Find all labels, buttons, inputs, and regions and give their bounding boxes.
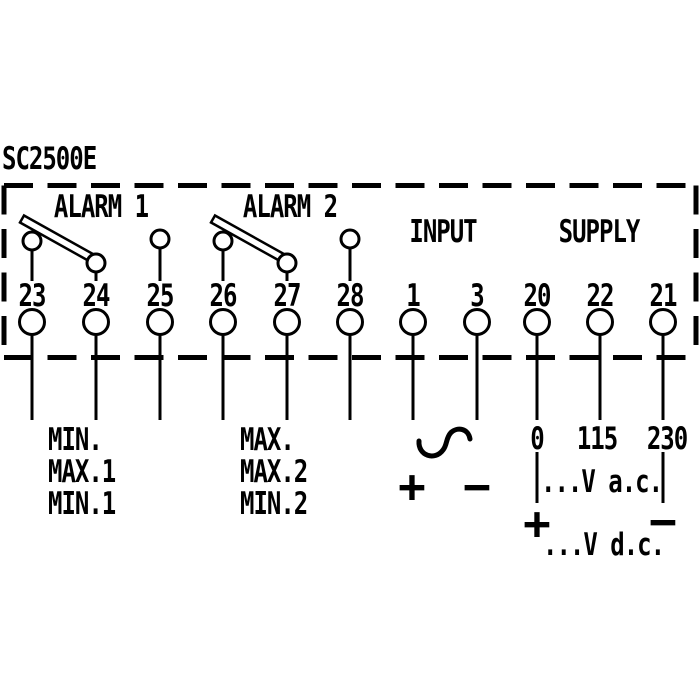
alarm2-function-3: MIN.2 xyxy=(240,485,308,522)
terminal-number-27: 27 xyxy=(273,277,302,314)
alarm1-function-1: MIN. xyxy=(48,421,103,458)
section-label-alarm2: ALARM 2 xyxy=(242,188,338,225)
contact-24 xyxy=(85,252,107,281)
terminal-number-25: 25 xyxy=(146,277,175,314)
ac-sine-icon xyxy=(416,426,473,459)
terminal-1 xyxy=(399,308,427,420)
terminal-22 xyxy=(586,308,614,420)
terminal-24 xyxy=(82,308,110,420)
terminal-number-3: 3 xyxy=(470,277,484,314)
terminal-27 xyxy=(273,308,301,420)
supply-plus-sign: + xyxy=(523,496,551,550)
contact-26 xyxy=(212,230,234,281)
terminal-20 xyxy=(523,308,551,420)
supply-selection-leads xyxy=(535,452,665,503)
supply-tap-115: 115 xyxy=(576,420,618,457)
supply-minus-sign: − xyxy=(649,494,677,548)
page-title: SC2500E xyxy=(2,140,97,177)
terminal-row xyxy=(18,308,677,420)
terminal-number-24: 24 xyxy=(82,277,111,314)
terminal-number-22: 22 xyxy=(586,277,615,314)
alarm-contacts xyxy=(21,228,361,281)
section-label-input: INPUT xyxy=(409,213,477,250)
terminal-28 xyxy=(336,308,364,420)
contact-27 xyxy=(276,252,298,281)
terminal-number-26: 26 xyxy=(209,277,238,314)
section-label-supply: SUPPLY xyxy=(558,213,641,250)
supply-ac-label: ...V a.c. xyxy=(541,463,663,500)
supply-tap-0: 0 xyxy=(530,420,544,457)
supply-tap-230: 230 xyxy=(646,420,688,457)
terminal-26 xyxy=(209,308,237,420)
alarm2-function-1: MAX. xyxy=(240,421,295,458)
alarm1-function-2: MAX.1 xyxy=(48,453,116,490)
device-outline xyxy=(1,183,699,360)
terminal-number-28: 28 xyxy=(336,277,365,314)
alarm2-function-2: MAX.2 xyxy=(240,453,308,490)
terminal-23 xyxy=(18,308,46,420)
alarm1-function-3: MIN.1 xyxy=(48,485,116,522)
terminal-number-20: 20 xyxy=(523,277,552,314)
terminal-number-1: 1 xyxy=(406,277,420,314)
terminal-number-23: 23 xyxy=(18,277,47,314)
input-minus-sign: − xyxy=(463,459,491,513)
terminal-number-21: 21 xyxy=(649,277,678,314)
contact-28 xyxy=(339,228,361,281)
input-plus-sign: + xyxy=(398,459,426,513)
terminal-21 xyxy=(649,308,677,420)
supply-dc-label: ...V d.c. xyxy=(543,526,665,563)
terminal-25 xyxy=(146,308,174,420)
contact-23 xyxy=(21,230,43,281)
contact-25 xyxy=(149,228,171,281)
terminal-3 xyxy=(463,308,491,420)
section-label-alarm1: ALARM 1 xyxy=(53,188,149,225)
